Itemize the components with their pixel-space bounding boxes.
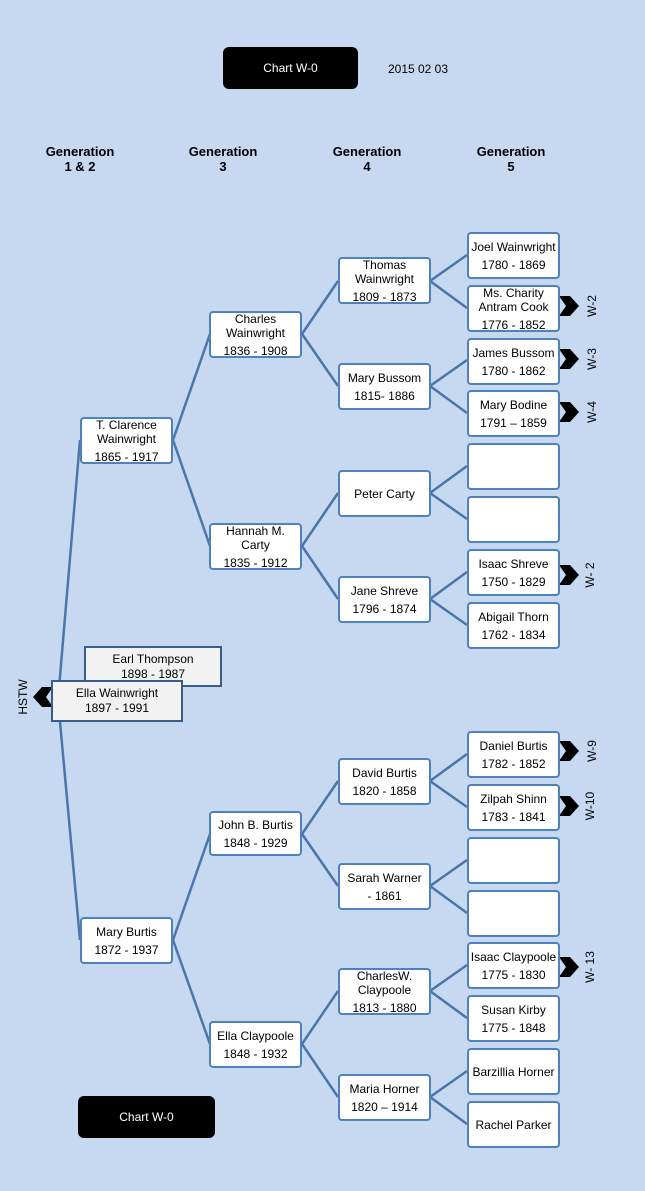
chevron-right-icon bbox=[559, 565, 579, 585]
person-box[interactable]: Barzillia Horner bbox=[467, 1048, 560, 1095]
chevron-right-icon bbox=[559, 402, 579, 422]
person-box[interactable]: Rachel Parker bbox=[467, 1101, 560, 1148]
continuation-link[interactable]: W- 2 bbox=[583, 562, 597, 588]
continuation-link[interactable]: W-4 bbox=[585, 401, 599, 423]
continuation-link[interactable]: W-3 bbox=[585, 348, 599, 370]
continuation-link[interactable]: W-2 bbox=[585, 295, 599, 317]
chart-label-badge: Chart W-0 bbox=[223, 47, 358, 89]
chevron-right-icon bbox=[559, 296, 579, 316]
footer-chart-label-badge: Chart W-0 bbox=[78, 1096, 215, 1138]
empty-person-box[interactable] bbox=[467, 443, 560, 490]
chevron-right-icon bbox=[559, 957, 579, 977]
chart-label: Chart W-0 bbox=[263, 61, 318, 75]
chevron-right-icon bbox=[559, 741, 579, 761]
continuation-link[interactable]: W-9 bbox=[585, 740, 599, 762]
chart-date: 2015 02 03 bbox=[387, 62, 449, 76]
empty-person-box[interactable] bbox=[467, 837, 560, 884]
side-label: HSTW bbox=[16, 679, 30, 715]
footer-chart-label: Chart W-0 bbox=[119, 1110, 174, 1124]
empty-person-box[interactable] bbox=[467, 890, 560, 937]
empty-person-box[interactable] bbox=[467, 496, 560, 543]
continuation-link[interactable]: W-10 bbox=[583, 791, 597, 821]
continuation-link[interactable]: W- 13 bbox=[583, 951, 597, 983]
person-box[interactable]: Peter Carty bbox=[338, 470, 431, 517]
person-box[interactable]: Sarah Warner- 1861 bbox=[338, 863, 431, 910]
chevron-right-icon bbox=[559, 349, 579, 369]
chevron-left-icon bbox=[33, 687, 53, 707]
chevron-right-icon bbox=[559, 796, 579, 816]
